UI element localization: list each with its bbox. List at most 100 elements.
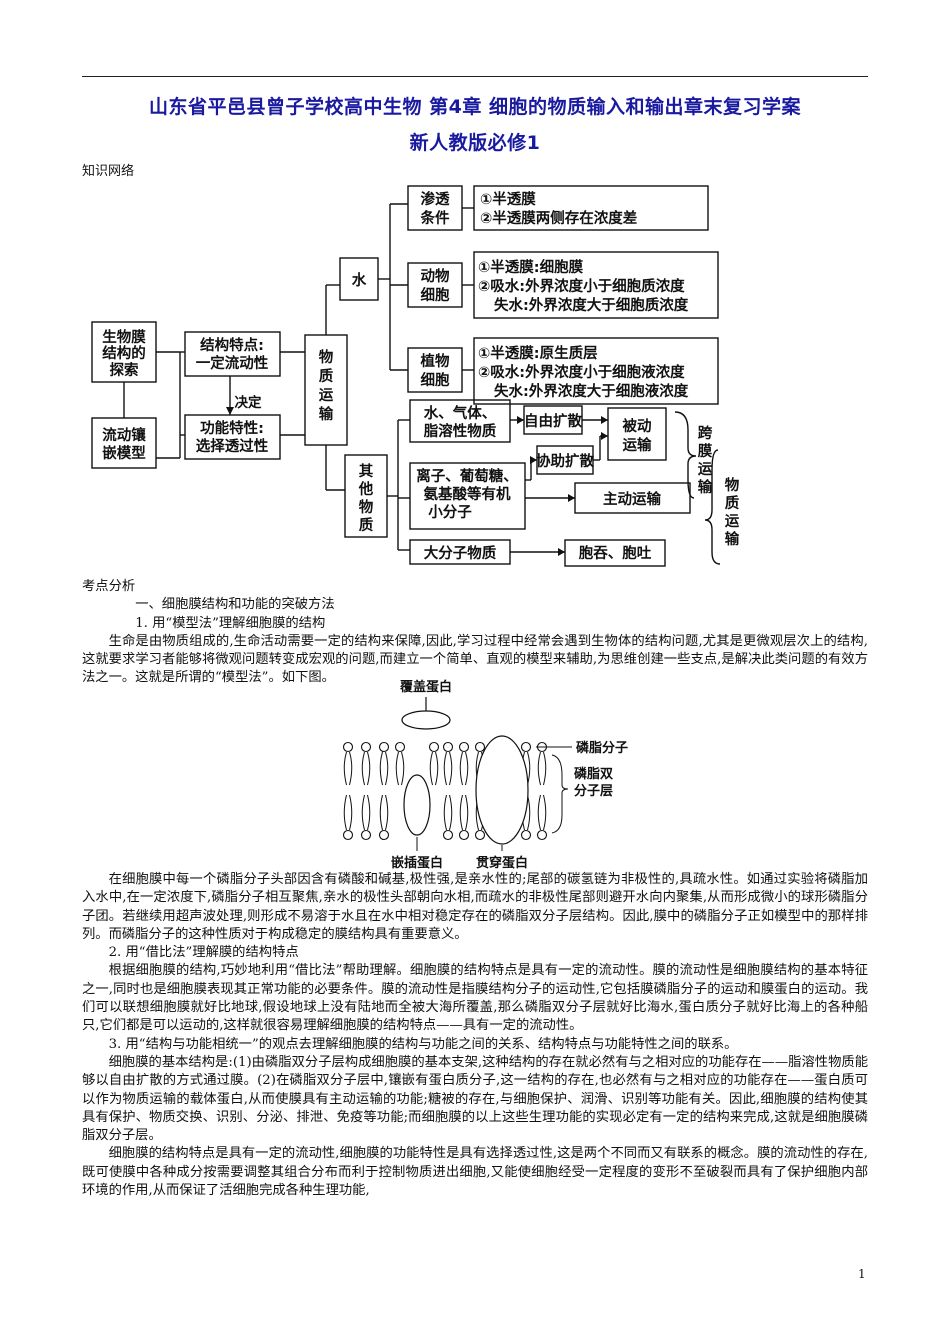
- label-function-1: 功能特性:: [200, 419, 264, 437]
- covering-protein-shape: [401, 710, 451, 730]
- label-transport-2: 质: [319, 367, 334, 385]
- bilayer-bracket: [551, 754, 569, 834]
- phospholipid-head: [394, 741, 406, 753]
- animal-detail-2: ②吸水:外界浓度小于细胞质浓度: [478, 277, 685, 295]
- label-macromolecules: 大分子物质: [424, 544, 497, 562]
- phospholipid-head: [458, 741, 470, 753]
- label-transport-4: 输: [319, 405, 334, 423]
- label-embedded-protein: 嵌插蛋白: [391, 855, 443, 871]
- box-structure-feature: [184, 331, 281, 377]
- phospholipid-head: [520, 741, 532, 753]
- label-structure-1: 结构特点:: [200, 336, 264, 354]
- label-transport-1: 物: [319, 348, 334, 366]
- document-title-line1: 山东省平邑县曾子学校高中生物 第4章 细胞的物质输入和输出章末复习学案: [149, 96, 801, 118]
- animal-detail-1: ①半透膜:细胞膜: [478, 258, 584, 276]
- label-other-2: 他: [358, 480, 374, 498]
- phospholipid-tail: [379, 794, 389, 831]
- box-function-feature: [184, 414, 281, 460]
- animal-detail-3: 失水:外界浓度大于细胞质浓度: [494, 296, 689, 314]
- label-structure-2: 一定流动性: [196, 354, 269, 372]
- paragraph-5: 细胞膜的结构特点是具有一定的流动性,细胞膜的功能特性是具有选择透过性,这是两个不…: [82, 1146, 868, 1199]
- label-fluid-1: 流动镶: [102, 426, 146, 444]
- box-osmosis-detail: [473, 185, 709, 231]
- label-substance-transport-4: 输: [725, 530, 740, 548]
- label-water: 水: [352, 271, 367, 289]
- phospholipid-tail: [459, 751, 469, 786]
- phospholipid-tail: [443, 751, 453, 786]
- section-1-heading: 一、细胞膜结构和功能的突破方法: [135, 597, 335, 613]
- label-bilayer-2: 分子层: [574, 783, 613, 799]
- analysis-block-2: 在细胞膜中每一个磷脂分子头部因含有磷酸和碱基,极性强,是亲水性的;尾部的碳氢链为…: [82, 871, 868, 1200]
- item-1-heading: 1. 用“模型法”理解细胞膜的结构: [135, 615, 326, 631]
- paragraph-1: 生命是由物质组成的,生命活动需要一定的结构来保障,因此,学习过程中经常会遇到生物…: [82, 633, 868, 686]
- embedded-protein-shape: [403, 774, 431, 836]
- label-function-2: 选择透过性: [196, 437, 269, 455]
- phospholipid-tail: [343, 751, 353, 786]
- phospholipid-head: [428, 741, 440, 753]
- phospholipid-head: [378, 741, 390, 753]
- phospholipid-tail: [395, 751, 405, 786]
- label-substance-transport-2: 质: [725, 494, 740, 512]
- phospholipid-tail: [361, 751, 371, 786]
- phospholipid-tail: [459, 794, 469, 831]
- phospholipid-tail: [361, 794, 371, 831]
- label-determines: 决定: [235, 394, 262, 411]
- item-3-heading: 3. 用“结构与功能相统一”的观点去理解细胞膜的结构与功能之间的关系、结构特点与…: [108, 1036, 738, 1052]
- osmosis-detail-1: ①半透膜: [480, 190, 536, 208]
- membrane-model-figure: 覆盖蛋白 磷脂分子 磷脂双 分子层 嵌插蛋白 贯穿蛋白: [342, 679, 628, 871]
- box-ions: [409, 462, 526, 530]
- label-fluid-2: 嵌模型: [102, 444, 146, 462]
- phospholipid-tail: [343, 794, 353, 831]
- label-membrane-2: 结构的: [102, 344, 146, 362]
- phospholipid-tail: [537, 751, 547, 786]
- label-animal-2: 细胞: [421, 286, 450, 304]
- label-ions-3: 小分子: [428, 504, 472, 521]
- phospholipid-head: [360, 741, 372, 753]
- label-bilayer-1: 磷脂双: [574, 766, 613, 782]
- label-plant-1: 植物: [421, 352, 450, 370]
- label-ions-2: 氨基酸等有机: [424, 485, 511, 503]
- label-transmembrane-2: 膜: [698, 442, 713, 460]
- document-title-line2: 新人教版必修1: [409, 132, 541, 154]
- box-animal-detail: [473, 251, 719, 319]
- paragraph-3: 根据细胞膜的结构,巧妙地利用“借比法”帮助理解。细胞膜的结构特点是具有一定的流动…: [82, 963, 868, 1034]
- label-membrane-3: 探索: [110, 361, 139, 379]
- phospholipid-tail: [429, 751, 439, 786]
- label-active-transport: 主动运输: [603, 490, 661, 508]
- phospholipid-head: [442, 741, 454, 753]
- phospholipid-head: [342, 829, 354, 841]
- phospholipid-head: [378, 829, 390, 841]
- label-passive-2: 运输: [623, 436, 652, 454]
- box-plant-detail: [473, 337, 719, 405]
- analysis-block-1: 考点分析 一、细胞膜结构和功能的突破方法 1. 用“模型法”理解细胞膜的结构 生…: [82, 578, 868, 688]
- label-substance-transport-3: 运: [725, 513, 740, 530]
- phospholipid-head: [474, 829, 486, 841]
- knowledge-map-diagram: 生物膜 结构的 探索 流动镶 嵌模型 结构特点: 一定流动性 决定 功能特性: …: [91, 185, 740, 567]
- phospholipid-head: [342, 741, 354, 753]
- osmosis-detail-2: ②半透膜两侧存在浓度差: [480, 209, 637, 227]
- label-transmembrane-3: 运: [698, 461, 713, 478]
- label-transmembrane-protein: 贯穿蛋白: [476, 855, 528, 871]
- phospholipid-head: [536, 829, 548, 841]
- label-osmosis-2: 条件: [420, 209, 450, 227]
- label-transport-3: 运: [319, 387, 334, 404]
- label-facilitated-diffusion: 协助扩散: [536, 452, 594, 470]
- label-small-2: 脂溶性物质: [424, 422, 497, 440]
- phospholipid-tail: [443, 794, 453, 831]
- phospholipid-head: [520, 829, 532, 841]
- label-transmembrane-1: 跨: [698, 425, 713, 442]
- label-animal-1: 动物: [421, 267, 450, 285]
- label-membrane-1: 生物膜: [102, 328, 146, 346]
- phospholipid-head: [474, 741, 486, 753]
- transmembrane-protein-shape: [475, 735, 529, 845]
- header-rule: [82, 76, 868, 77]
- label-endo-exo: 胞吞、胞吐: [579, 544, 652, 562]
- label-passive-1: 被动: [623, 417, 652, 435]
- label-other-3: 物: [359, 498, 374, 516]
- label-ions-1: 离子、葡萄糖、: [416, 467, 518, 485]
- plant-detail-1: ①半透膜:原生质层: [478, 344, 598, 362]
- label-transmembrane-4: 输: [698, 478, 713, 496]
- item-2-heading: 2. 用“借比法”理解膜的结构特点: [108, 945, 299, 961]
- box-passive-transport: [607, 407, 667, 461]
- label-phospholipid: 磷脂分子: [576, 740, 628, 756]
